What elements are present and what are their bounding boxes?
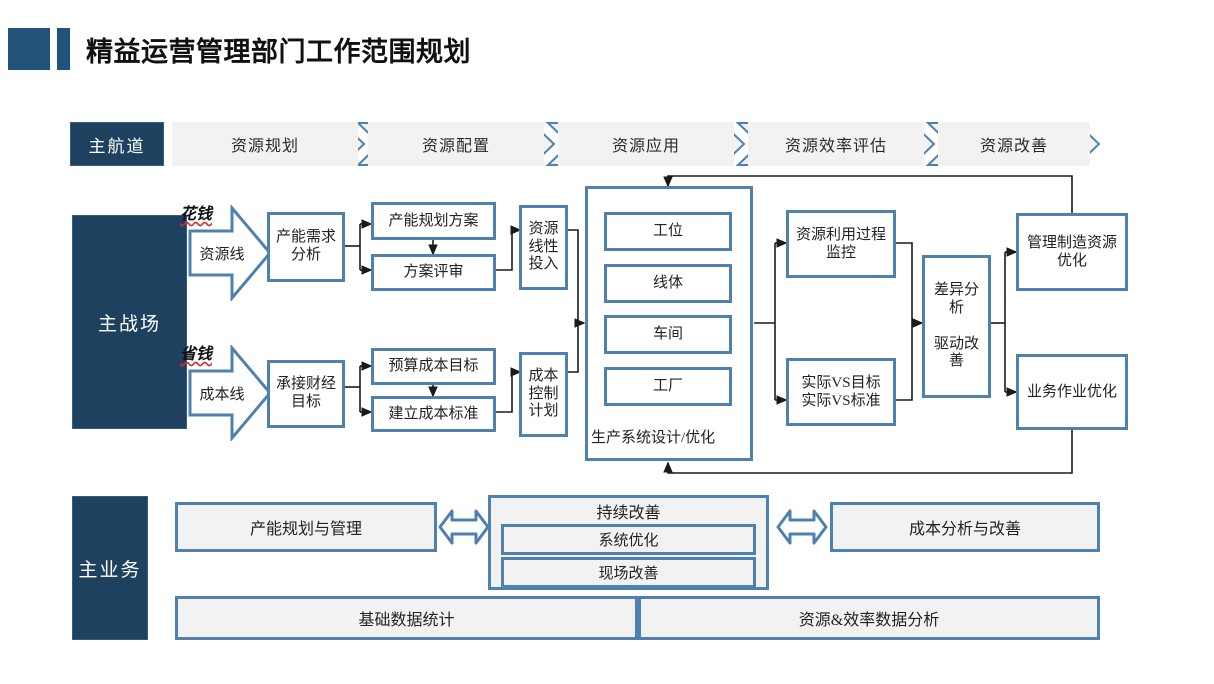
stream-arrow-cost-label: 成本线 [199, 386, 245, 403]
box-variance-analysis: 差异分析 [933, 282, 979, 316]
stream-tag-save: 省钱 [180, 344, 213, 363]
box-actual-compare[interactable]: 实际VS目标 实际VS标准 [786, 358, 896, 426]
stream-arrow-resource-label: 资源线 [199, 246, 245, 263]
ci-item-onsite-improve[interactable]: 现场改善 [501, 557, 756, 588]
stream-arrow-resource: 资源线 [188, 203, 272, 303]
page-title: 精益运营管理部门工作范围规划 [86, 36, 471, 68]
continuous-improvement-panel: 持续改善 系统优化 现场改善 [488, 495, 769, 590]
nav-stage-0[interactable]: 资源规划 [172, 122, 358, 166]
box-level-factory[interactable]: 工厂 [604, 367, 732, 406]
box-cost-control-plan[interactable]: 成本控制计划 [519, 352, 568, 437]
box-resource-entry[interactable]: 产能需求分析 [267, 212, 345, 282]
continuous-improvement-title: 持续改善 [596, 505, 661, 522]
double-arrow-left-icon [438, 508, 490, 546]
footer-right-block[interactable]: 资源&效率数据分析 [638, 596, 1100, 640]
nav-stage-3[interactable]: 资源效率评估 [748, 122, 924, 166]
box-cost-entry[interactable]: 承接财经目标 [267, 360, 345, 428]
bottom-right-block[interactable]: 成本分析与改善 [830, 502, 1100, 552]
box-actual-compare-line2: 实际VS标准 [801, 393, 881, 409]
lane-label-main-business: 主业务 [72, 496, 148, 640]
double-arrow-right-icon [776, 508, 828, 546]
box-actual-compare-line1: 实际VS目标 [801, 374, 881, 391]
box-cost-standard[interactable]: 建立成本标准 [371, 396, 496, 432]
production-system-caption: 生产系统设计/优化 [591, 429, 716, 446]
box-level-station[interactable]: 工位 [604, 212, 732, 251]
lane-label-main-battlefield: 主战场 [72, 215, 187, 429]
box-resource-input[interactable]: 资源线性投入 [519, 205, 568, 290]
box-level-workshop[interactable]: 车间 [604, 315, 732, 354]
box-plan-review[interactable]: 方案评审 [371, 254, 496, 291]
box-resource-monitor[interactable]: 资源利用过程监控 [786, 210, 896, 278]
stream-arrow-cost: 成本线 [188, 343, 272, 443]
footer-left-block[interactable]: 基础数据统计 [175, 596, 638, 640]
ci-item-system-optimize[interactable]: 系统优化 [501, 524, 756, 555]
title-accent-square [8, 28, 50, 70]
lane-label-main-channel: 主航道 [70, 122, 164, 166]
nav-stage-2[interactable]: 资源应用 [558, 122, 734, 166]
box-optimize-operations[interactable]: 业务作业优化 [1016, 354, 1128, 430]
box-variance-drive[interactable]: 差异分析 驱动改善 [922, 255, 991, 398]
box-optimize-manufacturing[interactable]: 管理制造资源优化 [1016, 213, 1128, 291]
main-channel-stage-band: 资源规划 资源配置 资源应用 资源效率评估 资源改善 [172, 122, 1100, 166]
nav-stage-1[interactable]: 资源配置 [368, 122, 544, 166]
bottom-left-block[interactable]: 产能规划与管理 [175, 502, 437, 552]
box-level-line[interactable]: 线体 [604, 264, 732, 303]
box-capacity-plan[interactable]: 产能规划方案 [371, 202, 496, 240]
stream-tag-spend: 花钱 [180, 204, 213, 223]
title-accent-bar [57, 28, 70, 70]
box-budget-cost-target[interactable]: 预算成本目标 [371, 348, 496, 385]
nav-stage-4[interactable]: 资源改善 [938, 122, 1090, 166]
box-drive-improve: 驱动改善 [933, 335, 979, 370]
